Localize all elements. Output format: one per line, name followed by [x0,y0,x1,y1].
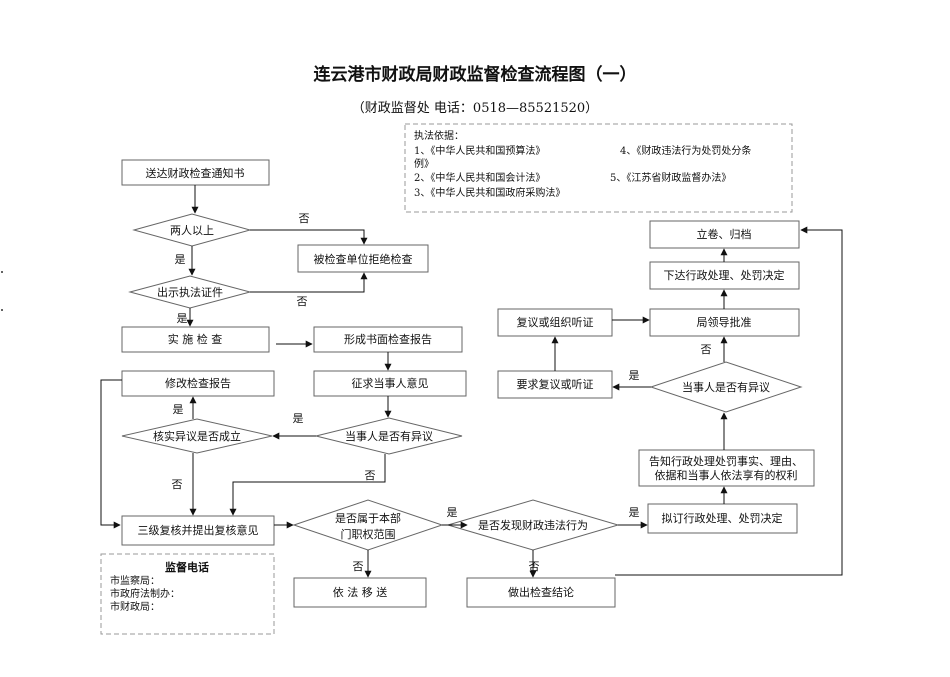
review-hearing-box [497,308,613,337]
page-title: 连云港市财政局财政监督检查流程图（一） [314,64,637,85]
inform-label-2: 依据和当事人依法享有的权利 [655,468,798,482]
supervision-box: 监督电话 市监察局： 市政府法制办： 市财政局： [100,553,275,635]
edge-modify-to-review [100,379,122,529]
modify-report-label: 修改检查报告 [165,376,231,390]
legal-basis-heading: 执法依据： [414,129,464,142]
in-scope-diamond [292,499,444,551]
edge-conclusion-to-archive [615,226,843,576]
written-report-box [313,326,463,353]
edge-show-cert-no [250,272,368,293]
edge-objection-no [229,454,386,516]
written-report-label: 形成书面检查报告 [344,332,432,346]
party-objection-label: 当事人是否有异议 [345,429,433,443]
refuse-label: 被检查单位拒绝检查 [314,252,413,266]
transfer-label: 依 法 移 送 [333,585,388,599]
transfer-box [293,577,427,608]
edge-two-persons-no [250,229,368,245]
verify-label: 核实异议是否成立 [153,429,241,443]
issue-decision-label: 下达行政处理、处罚决定 [664,268,785,282]
three-level-box [121,515,275,546]
modify-report-box [121,370,275,397]
implement-label: 实 施 检 查 [168,332,223,346]
issue-decision-box [649,261,800,290]
implement-box [121,326,270,353]
verify-diamond [121,418,273,454]
conclusion-box [466,577,616,608]
archive-box [649,220,800,249]
edge-label-yes: 是 [447,506,458,519]
supervision-line-2: 市政府法制办： [110,587,180,600]
archive-label: 立卷、归档 [697,227,752,241]
two-persons-label: 两人以上 [170,224,214,237]
page-subtitle: （财政监督处 电话：0518—85521520） [352,101,598,116]
in-scope-label-1: 是否属于本部 [335,511,401,525]
edge-label-no: 否 [297,295,308,308]
legal-basis-line-1c: 例》 [414,157,434,170]
edge-label-no: 否 [701,343,712,356]
edge-label-yes: 是 [173,403,184,416]
legal-basis-line-3: 3、《中华人民共和国政府采购法》 [414,186,565,199]
legal-basis-line-2b: 5、《江苏省财政监督办法》 [610,171,731,184]
review-hearing-label: 复议或组织听证 [517,315,594,329]
legal-basis-line-1a: 1、《中华人民共和国预算法》 [414,144,545,157]
edge-label-no: 否 [172,478,183,491]
supervision-heading: 监督电话 [165,560,209,574]
edge-label-yes: 是 [177,312,188,325]
party-objection-diamond [315,417,463,455]
leader-approve-label: 局领导批准 [697,315,752,329]
conclusion-label: 做出检查结论 [508,585,574,599]
edge-label-yes: 是 [629,369,640,382]
edge-label-yes: 是 [175,253,186,266]
inform-box [638,449,815,487]
three-level-label: 三级复核并提出复核意见 [138,523,259,537]
show-cert-label: 出示执法证件 [157,285,223,299]
leader-approve-box [649,308,800,337]
edge-label-no: 否 [365,469,376,482]
party-objection-2-diamond [649,361,803,413]
margin-dot [1,271,3,273]
in-scope-label-2: 门职权范围 [341,527,396,541]
supervision-line-1: 市监察局： [110,574,160,587]
margin-dot [1,309,3,311]
solicit-label: 征求当事人意见 [352,376,429,390]
solicit-box [313,370,467,397]
draft-penalty-label: 拟订行政处理、处罚决定 [662,511,783,525]
supervision-line-3: 市财政局： [110,600,160,613]
party-objection-2-label: 当事人是否有异议 [682,380,770,394]
edge-label-no: 否 [299,212,310,225]
request-review-box [497,370,613,399]
legal-basis-box: 执法依据： 1、《中华人民共和国预算法》 4、《财政违法行为处罚处分条 例》 2… [404,123,793,213]
legal-basis-line-1b: 4、《财政违法行为处罚处分条 [620,144,751,157]
legal-basis-line-2a: 2、《中华人民共和国会计法》 [414,171,545,184]
edge-label-yes: 是 [629,506,640,519]
refuse-box [297,244,429,273]
edge-label-yes: 是 [293,412,304,425]
found-violation-label: 是否发现财政违法行为 [478,518,588,532]
notify-label: 送达财政检查通知书 [146,166,245,180]
inform-label-1: 告知行政处理处罚事实、理由、 [649,454,803,468]
edge-label-no: 否 [353,560,364,573]
draft-penalty-box [647,503,798,534]
edge-label-no: 否 [529,560,540,573]
request-review-label: 要求复议或听证 [517,377,594,391]
